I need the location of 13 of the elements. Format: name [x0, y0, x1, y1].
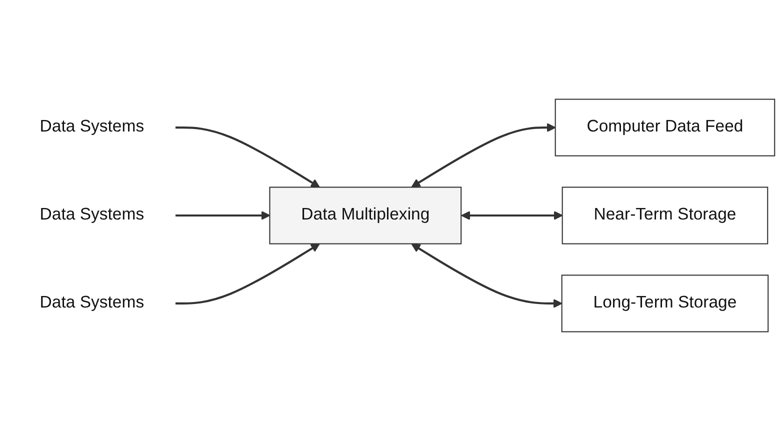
- arrow: [411, 244, 562, 308]
- node-box: Data Multiplexing: [269, 186, 462, 244]
- arrow: [461, 210, 563, 220]
- node-box: Computer Data Feed: [554, 98, 776, 156]
- arrow: [411, 122, 556, 188]
- node-box: Near-Term Storage: [562, 186, 768, 244]
- node-text: Data Systems: [40, 118, 144, 136]
- node-text: Data Systems: [40, 206, 144, 224]
- node-text: Data Systems: [40, 294, 144, 312]
- arrow: [176, 126, 320, 188]
- arrow: [176, 210, 270, 220]
- node-box: Long-Term Storage: [561, 274, 769, 332]
- arrow: [176, 243, 320, 304]
